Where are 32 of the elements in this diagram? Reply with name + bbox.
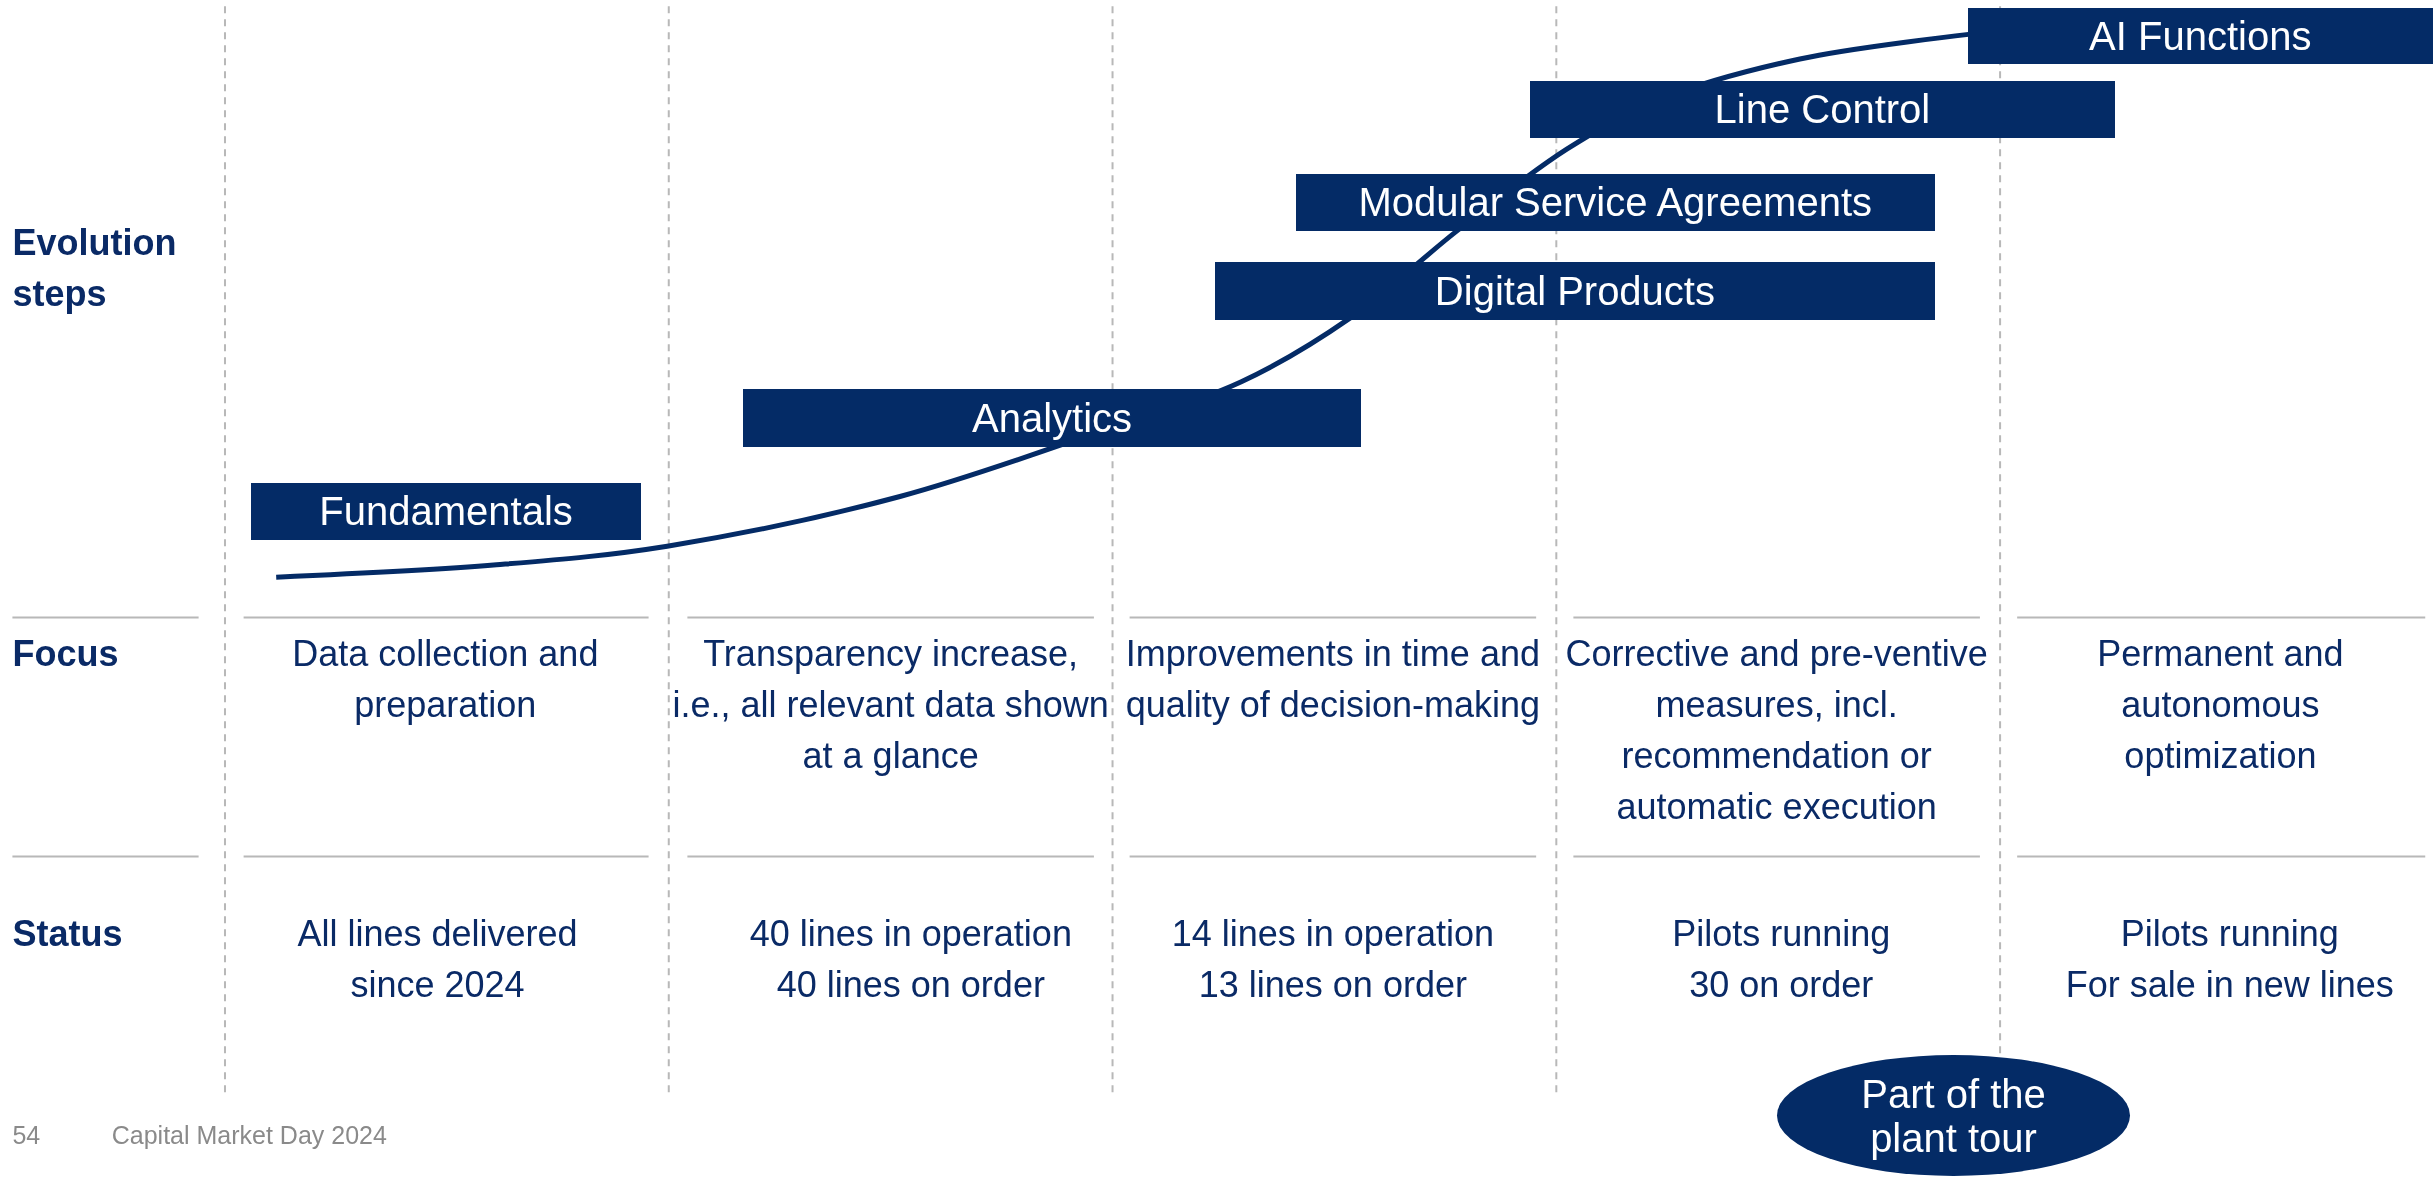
focus-text: Data collection and preparation — [291, 632, 600, 728]
step-bar — [1529, 80, 2115, 139]
step-label: Fundamentals — [319, 489, 573, 534]
row-heading: Evolution steps — [12, 221, 178, 317]
status-text: Pilots running — [1671, 911, 1892, 956]
status-text: 40 lines on order — [775, 962, 1046, 1007]
page-number: 54 — [12, 1120, 42, 1151]
focus-text: Transparency increase, i.e., all relevant data shown at a glance — [671, 632, 1110, 779]
step-label: Part of the plant tour — [1860, 1071, 2047, 1160]
focus-text: Corrective and pre-ventive measures, incl. recommendation or automatic execution — [1564, 632, 1989, 830]
status-text: 40 lines in operation — [748, 911, 1073, 956]
row-heading: Status — [12, 911, 124, 956]
step-bar — [1967, 7, 2433, 64]
status-text: Pilots running — [2119, 911, 2340, 956]
status-text: 14 lines in operation — [1170, 911, 1495, 956]
step-label: Modular Service Agreements — [1358, 180, 1873, 225]
footer-text: Capital Market Day 2024 — [111, 1120, 388, 1151]
step-label: Line Control — [1714, 87, 1931, 132]
step-label: AI Functions — [2089, 13, 2312, 58]
status-text: For sale in new lines — [2064, 962, 2395, 1007]
focus-text: Improvements in time and quality of decision-making — [1124, 632, 1541, 728]
focus-text: Permanent and autonomous optimization — [2096, 632, 2345, 779]
step-bar — [251, 482, 641, 540]
step-bar — [743, 389, 1361, 447]
status-text: 30 on order — [1688, 962, 1875, 1007]
step-label: Analytics — [971, 396, 1133, 441]
status-text: All lines delivered since 2024 — [296, 911, 579, 1007]
step-label: Digital Products — [1434, 268, 1715, 313]
step-bar — [1295, 173, 1935, 232]
step-bar — [1214, 262, 1935, 320]
row-heading: Focus — [12, 632, 120, 677]
status-text: 13 lines on order — [1197, 962, 1468, 1007]
